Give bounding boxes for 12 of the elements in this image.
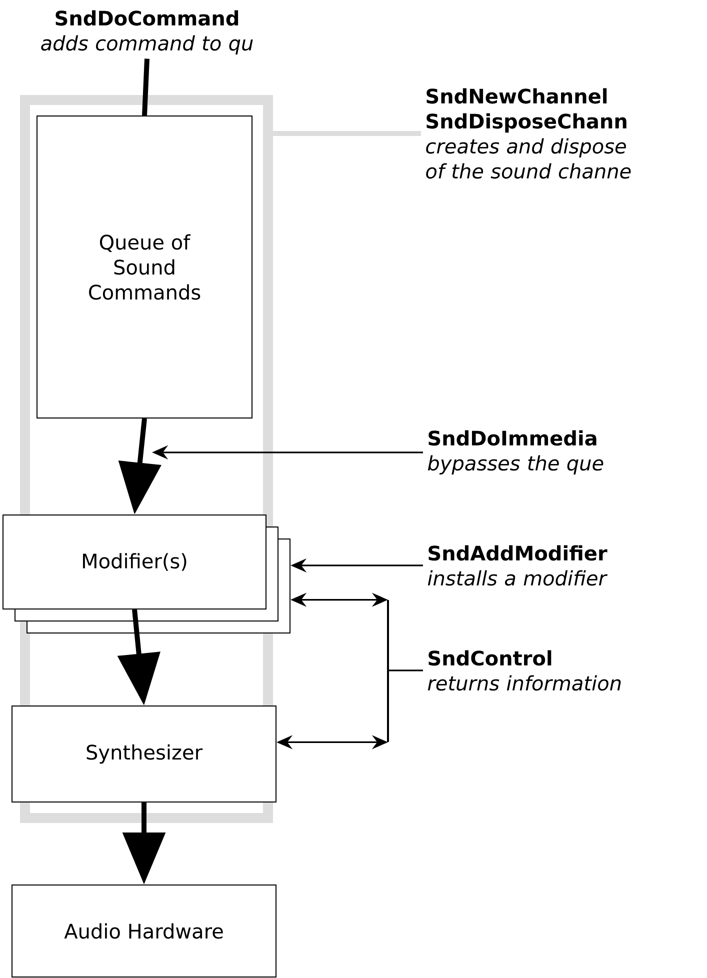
connector-line bbox=[388, 670, 423, 672]
modifier-stack: Modifier(s) bbox=[2, 514, 290, 634]
connector-line bbox=[142, 58, 150, 116]
function-label: SndNewChannel SndDisposeChann creates and dispose of the sound channe bbox=[426, 88, 631, 179]
function-label: SndAddModifier installs a modifier bbox=[428, 545, 608, 586]
synthesizer-box: Synthesizer bbox=[12, 706, 276, 802]
queue-box: Queue of Sound Commands bbox=[36, 116, 252, 418]
function-label: SndControl returns information bbox=[428, 650, 621, 691]
function-label: SndDoCommand adds command to qu bbox=[41, 10, 253, 55]
connector-line bbox=[273, 130, 421, 136]
hardware-box: Audio Hardware bbox=[12, 884, 276, 978]
function-label: SndDoImmedia bypasses the que bbox=[428, 430, 604, 475]
